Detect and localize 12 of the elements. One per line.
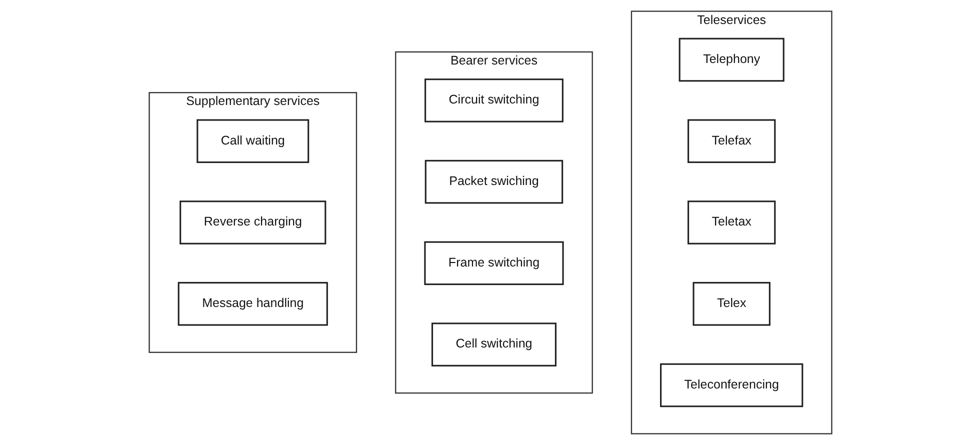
node-box: Telefax bbox=[687, 119, 776, 164]
node-box: Teletax bbox=[687, 200, 776, 244]
node-box: Frame switching bbox=[424, 241, 564, 286]
node-box: Packet swiching bbox=[424, 160, 563, 204]
node-box: Teleconferencing bbox=[660, 363, 803, 408]
node-box: Message handling bbox=[177, 282, 328, 326]
node-box: Circuit switching bbox=[424, 78, 563, 122]
node-box: Reverse charging bbox=[179, 200, 326, 244]
node-box: Cell switching bbox=[430, 322, 556, 366]
node-box: Telephony bbox=[678, 38, 784, 82]
node-box: Telex bbox=[692, 282, 770, 326]
node-box: Call waiting bbox=[196, 119, 309, 164]
